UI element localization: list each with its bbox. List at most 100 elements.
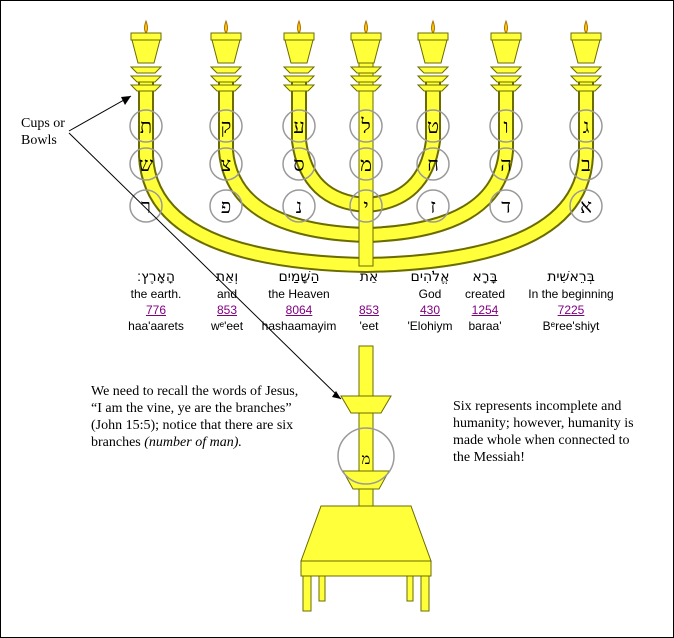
letter-circle bbox=[129, 189, 163, 223]
verse-word: הָאָרֶץ׃ the earth. 776 haa'aarets bbox=[101, 269, 211, 334]
hebrew-word: אֵת bbox=[359, 269, 379, 285]
cups-label: Cups or Bowls bbox=[21, 116, 65, 148]
english-gloss: God bbox=[418, 287, 442, 301]
strongs-number-link[interactable]: 8064 bbox=[285, 303, 313, 317]
verse-word: הַשָּׁמַיִם the Heaven 8064 hashaamayim bbox=[244, 269, 354, 334]
english-gloss: the Heaven bbox=[268, 287, 330, 301]
cup bbox=[489, 19, 523, 92]
letter-circle bbox=[416, 147, 450, 181]
letter-circle bbox=[209, 189, 243, 223]
letter-circle bbox=[282, 189, 316, 223]
cup bbox=[282, 19, 316, 92]
flame-icon bbox=[584, 19, 588, 34]
letter-circle bbox=[489, 147, 523, 181]
hebrew-letter: צ bbox=[221, 152, 231, 176]
hebrew-letter: ד bbox=[501, 194, 511, 218]
cup bbox=[349, 19, 383, 92]
transliteration: 'Elohiym bbox=[407, 319, 453, 333]
transliteration: wᵉ'eet bbox=[210, 319, 244, 333]
letter-circle bbox=[209, 109, 243, 143]
strongs-number-link[interactable]: 776 bbox=[145, 303, 167, 317]
transliteration: baraa' bbox=[468, 319, 502, 333]
flame-icon bbox=[224, 19, 228, 34]
english-gloss: and bbox=[216, 287, 238, 301]
hebrew-letter: ב bbox=[581, 152, 591, 176]
note-messiah: Six represents incomplete and humanity; … bbox=[453, 399, 634, 465]
hebrew-letter: ע bbox=[293, 114, 304, 138]
letter-circle bbox=[489, 189, 523, 223]
hebrew-letter: ו bbox=[503, 114, 508, 138]
cup bbox=[416, 19, 450, 92]
cup bbox=[569, 19, 603, 92]
verse-word: בָּרָא created 1254 baraa' bbox=[430, 269, 540, 334]
verse-word: אֱלֹהִים God 430 'Elohiym bbox=[375, 269, 485, 334]
hebrew-word: בְּרֵאשִׁית bbox=[547, 269, 595, 285]
hebrew-letter: נ bbox=[296, 194, 303, 218]
transliteration: haa'aarets bbox=[128, 319, 184, 333]
letter-circle bbox=[569, 147, 603, 181]
stem-letter: מ bbox=[362, 450, 371, 468]
letter-circle bbox=[349, 189, 383, 223]
hebrew-letter: ק bbox=[221, 114, 232, 138]
hebrew-letter: ח bbox=[427, 152, 439, 176]
english-gloss: the earth. bbox=[130, 287, 182, 301]
verse-word: וְאֵת and 853 wᵉ'eet bbox=[172, 269, 282, 334]
transliteration: 'eet bbox=[359, 319, 379, 333]
english-gloss: In the beginning bbox=[528, 287, 614, 301]
letter-circle bbox=[349, 147, 383, 181]
hebrew-letter: ת bbox=[140, 114, 152, 138]
hebrew-letter: א bbox=[580, 194, 592, 218]
hebrew-letter: ר bbox=[141, 194, 151, 218]
strongs-number-link[interactable]: 853 bbox=[358, 303, 380, 317]
letter-circle bbox=[282, 147, 316, 181]
hebrew-letter: ל bbox=[360, 114, 370, 138]
hebrew-letter: ג bbox=[583, 114, 590, 138]
letter-circle bbox=[569, 109, 603, 143]
hebrew-letter: ה bbox=[500, 152, 512, 176]
flame-icon bbox=[504, 19, 508, 34]
cup bbox=[129, 19, 163, 92]
stem-knob bbox=[340, 395, 392, 414]
flame-icon bbox=[364, 19, 368, 34]
letter-circle bbox=[416, 189, 450, 223]
strongs-number-link[interactable]: 430 bbox=[419, 303, 441, 317]
letter-circle bbox=[129, 147, 163, 181]
hebrew-word: הָאָרֶץ׃ bbox=[136, 269, 176, 285]
hebrew-letter: ט bbox=[427, 114, 439, 138]
cup bbox=[209, 19, 243, 92]
english-gloss: created bbox=[464, 287, 506, 301]
transliteration: hashaamayim bbox=[261, 319, 337, 333]
note-branches-text: We need to recall the words of Jesus, “I… bbox=[91, 384, 299, 450]
hebrew-letter: ס bbox=[293, 152, 304, 176]
note-branches-paren: (number of man). bbox=[144, 435, 242, 450]
transliteration: Bᵉree'shiyt bbox=[542, 319, 600, 333]
letter-circle bbox=[569, 189, 603, 223]
letter-circle bbox=[489, 109, 523, 143]
hebrew-letter: י bbox=[363, 194, 368, 218]
cup-group bbox=[129, 19, 603, 92]
hebrew-letter: פ bbox=[221, 194, 231, 218]
pointer-lines bbox=[68, 95, 342, 400]
hebrew-letter: ז bbox=[430, 194, 436, 218]
flame-icon bbox=[144, 19, 148, 34]
strongs-number-link[interactable]: 1254 bbox=[471, 303, 499, 317]
note-branches: We need to recall the words of Jesus, “I… bbox=[91, 383, 306, 451]
hebrew-word: בָּרָא bbox=[472, 269, 498, 285]
hebrew-letter: מ bbox=[360, 152, 372, 176]
letter-circle bbox=[209, 147, 243, 181]
letter-circle bbox=[416, 109, 450, 143]
hebrew-word: וְאֵת bbox=[215, 269, 239, 285]
verse-word: אֵת 853 'eet bbox=[314, 269, 424, 334]
hebrew-word: הַשָּׁמַיִם bbox=[278, 269, 320, 285]
hebrew-word: אֱלֹהִים bbox=[410, 269, 450, 285]
strongs-number-link[interactable]: 853 bbox=[216, 303, 238, 317]
letter-circle bbox=[349, 109, 383, 143]
strongs-number-link[interactable]: 7225 bbox=[557, 303, 585, 317]
menorah-base bbox=[300, 505, 432, 562]
arrowheads bbox=[121, 96, 341, 399]
stem-letter-circle bbox=[337, 427, 395, 485]
